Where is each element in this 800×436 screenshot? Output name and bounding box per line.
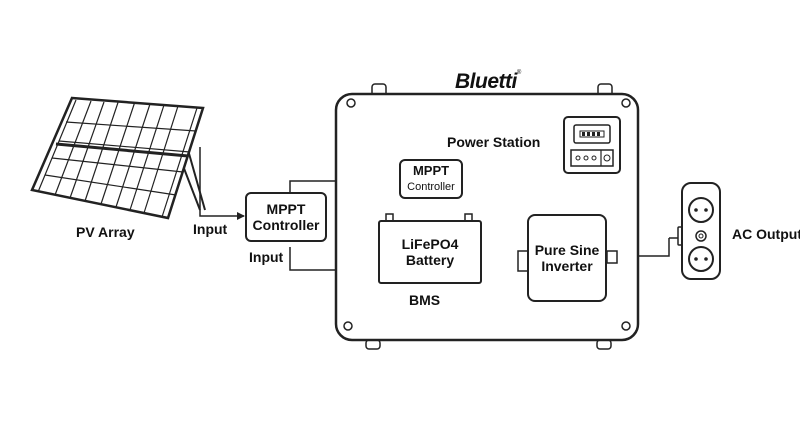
ac-output-label: AC Output	[732, 226, 800, 242]
power-station-label: Power Station	[447, 134, 541, 150]
pv-array-label: PV Array	[76, 224, 135, 240]
brand-logo: Bluetti®	[455, 70, 521, 94]
input-label-bottom: Input	[249, 249, 284, 265]
mppt-controller-external: MPPT Controller	[245, 192, 327, 242]
mppt-internal-line2: Controller	[407, 181, 455, 193]
brand-name: Bluetti	[455, 70, 517, 93]
pure-sine-inverter: Pure Sine Inverter	[527, 214, 607, 302]
inverter-line1: Pure Sine	[534, 242, 600, 258]
mppt-external-line2: Controller	[252, 217, 320, 233]
battery-line1: LiFePO4	[401, 236, 459, 252]
display-panel-icon	[563, 116, 621, 174]
inverter-line2: Inverter	[541, 258, 593, 274]
mppt-external-line1: MPPT	[266, 201, 306, 217]
bms-label: BMS	[409, 292, 441, 308]
mppt-internal-line1: MPPT	[412, 163, 450, 178]
input-label-top: Input	[193, 221, 228, 237]
ac-outlet-icon	[677, 182, 721, 280]
battery-line2: Battery	[405, 252, 455, 268]
solar-panel-icon	[30, 96, 206, 220]
brand-mark: ®	[516, 70, 521, 76]
mppt-controller-internal: MPPT Controller	[399, 159, 463, 199]
lifepo4-battery: LiFePO4 Battery	[378, 220, 482, 284]
